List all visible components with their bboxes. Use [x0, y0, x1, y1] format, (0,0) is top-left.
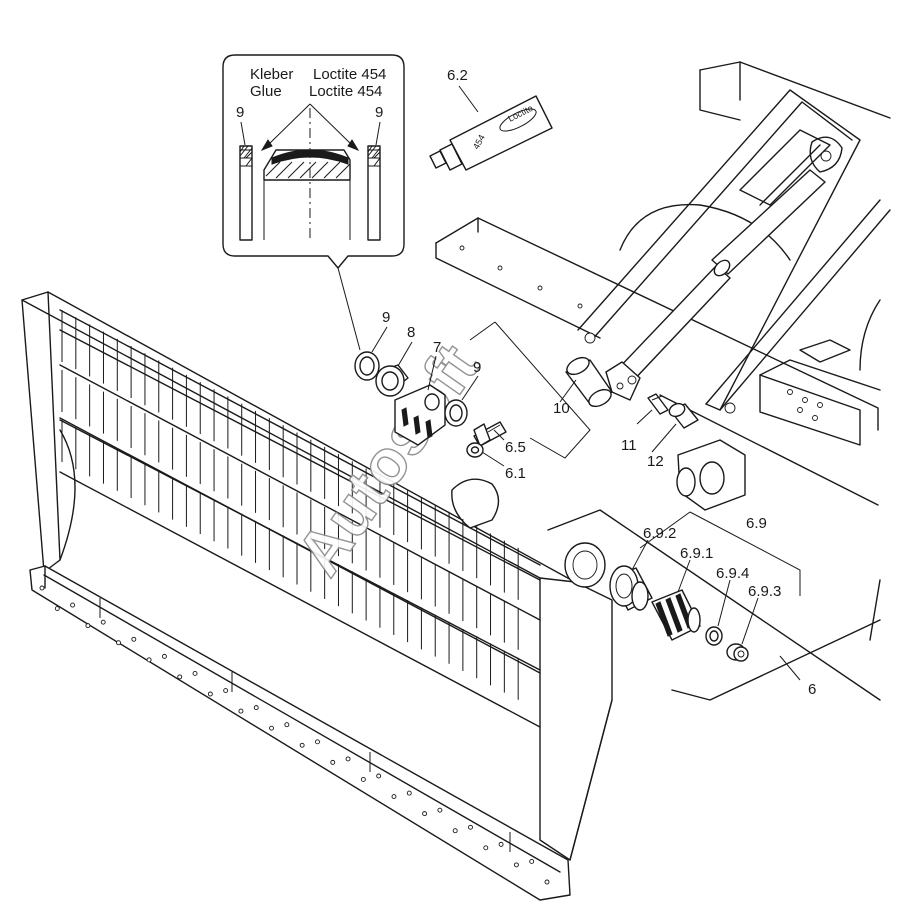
part-6-1-washer	[466, 442, 484, 458]
callout-8: 8	[407, 324, 415, 341]
callout-9b: 9	[473, 359, 481, 376]
edge-bolt-hole	[70, 602, 76, 608]
edge-bolt-hole	[253, 705, 259, 711]
grille-rail	[59, 471, 541, 728]
part-8-bushing	[375, 364, 409, 397]
cutting-edge-holes	[39, 585, 550, 885]
callout-6-9-2: 6.9.2	[643, 525, 676, 542]
callout-10: 10	[553, 400, 570, 417]
bucket-grille	[59, 309, 541, 728]
edge-bolt-hole	[269, 725, 274, 731]
callout-7: 7	[433, 339, 441, 356]
edge-bolt-hole	[360, 777, 366, 782]
edge-bolt-hole	[483, 845, 489, 851]
edge-bolt-hole	[116, 640, 121, 646]
grille-rail	[59, 364, 541, 621]
glue-label-de: Kleber	[250, 66, 293, 83]
edge-bolt-hole	[177, 674, 183, 680]
hydraulic-cylinder	[605, 169, 826, 401]
adhesive-detail-inset: Kleber Loctite 454 Glue Loctite 454 9 9	[222, 54, 405, 351]
callout-12: 12	[647, 453, 664, 470]
part-9-seal-ring	[354, 351, 380, 381]
edge-bolt-hole	[529, 859, 535, 864]
adhesive-tube: Loctite 454	[429, 95, 553, 171]
edge-bolt-hole	[146, 657, 152, 663]
grille-rail	[59, 309, 541, 566]
edge-bolt-hole	[513, 862, 519, 868]
edge-bolt-hole	[131, 636, 137, 642]
edge-bolt-hole	[100, 619, 106, 625]
callout-6: 6	[808, 681, 816, 698]
callout-6-1: 6.1	[505, 465, 526, 482]
part-6-9-4-washer	[705, 626, 723, 646]
boom-arm	[577, 89, 891, 414]
part-6-9-2-bushing	[609, 565, 653, 611]
edge-bolt-hole	[330, 759, 336, 765]
edge-bolt-hole	[422, 811, 428, 817]
edge-bolt-hole	[192, 671, 198, 676]
inset-label-left: 9	[236, 104, 244, 121]
edge-bolt-hole	[406, 790, 412, 796]
callout-11: 11	[621, 437, 637, 454]
edge-bolt-hole	[315, 739, 320, 745]
edge-bolt-hole	[284, 722, 290, 728]
edge-bolt-hole	[238, 708, 244, 714]
edge-bolt-hole	[85, 623, 91, 629]
part-6-9-1-sleeve	[651, 589, 701, 641]
leader-lines	[371, 85, 801, 681]
bucket-back-plate	[547, 509, 881, 701]
callout-labels: 6.2 9 8 7 9 10 6.5 6.1 11 12 6.9 6.9.2 6…	[382, 67, 816, 698]
edge-bolt-hole	[437, 807, 443, 813]
callout-6-9-1: 6.9.1	[680, 545, 713, 562]
part-7-bracket	[394, 384, 446, 446]
edge-bolt-hole	[161, 653, 167, 659]
mount-bracket	[676, 359, 881, 511]
callout-6-9: 6.9	[746, 515, 767, 532]
edge-bolt-hole	[468, 824, 473, 830]
glue-label-en: Glue	[250, 83, 282, 100]
edge-bolt-hole	[207, 691, 213, 697]
edge-bolt-hole	[452, 828, 458, 834]
bucket	[21, 291, 613, 901]
part-6-9-3-cap	[726, 643, 749, 662]
callout-6-2: 6.2	[447, 67, 468, 84]
part-10-pin	[565, 356, 613, 408]
part-6-5-bolt	[473, 421, 507, 447]
glue-spec-de: Loctite 454	[313, 66, 386, 83]
callout-6-9-4: 6.9.4	[716, 565, 749, 582]
edge-bolt-hole	[39, 585, 45, 591]
part-12-bolt	[668, 402, 699, 429]
edge-bolt-hole	[544, 879, 550, 885]
glue-spec-en: Loctite 454	[309, 83, 382, 100]
part-11-grease-fitting	[647, 393, 669, 415]
edge-bolt-hole	[223, 688, 229, 693]
callout-9a: 9	[382, 309, 390, 326]
edge-bolt-hole	[54, 606, 60, 611]
edge-bolt-hole	[345, 756, 351, 762]
edge-bolt-hole	[391, 794, 397, 799]
callout-6-9-3: 6.9.3	[748, 583, 781, 600]
callout-6-5: 6.5	[505, 439, 526, 456]
grille-rail	[59, 417, 541, 674]
edge-bolt-hole	[498, 841, 504, 847]
inset-label-right: 9	[375, 104, 383, 121]
edge-bolt-hole	[299, 742, 305, 748]
edge-bolt-hole	[376, 773, 382, 779]
part-9-seal-ring-2	[444, 399, 468, 427]
